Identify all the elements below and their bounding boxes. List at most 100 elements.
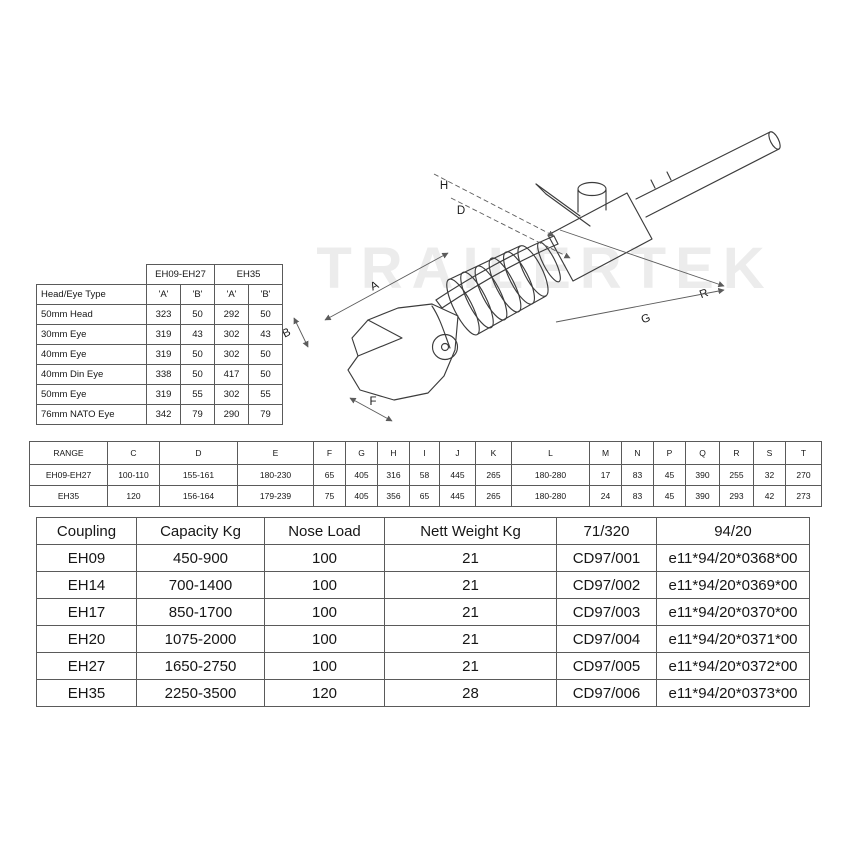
column-header-type: Head/Eye Type [36,284,147,305]
table-cell: S [753,441,786,465]
table-cell: e11*94/20*0373*00 [656,679,810,707]
table-cell: 1650-2750 [136,652,265,680]
table-cell: 50 [179,304,216,325]
table-cell: EH35 [29,485,108,507]
table-cell: Nett Weight Kg [384,517,557,545]
table-cell: 50 [248,304,284,325]
table-cell: 100 [264,598,385,626]
table-cell: e11*94/20*0371*00 [656,625,810,653]
table-cell: 50mm Head [36,304,147,325]
table-cell: EH27 [36,652,137,680]
table-cell: 302 [214,324,250,345]
table-cell: 319 [146,384,181,405]
table-cell: 270 [785,464,822,486]
table-cell: M [589,441,622,465]
table-cell: 155-161 [159,464,238,486]
dim-label-F: F [369,396,376,408]
table-cell: RANGE [29,441,108,465]
table-cell: 58 [409,464,440,486]
table-cell: 43 [248,324,284,345]
dim-G: G [555,287,725,326]
corner-cell [37,265,147,285]
table-cell: e11*94/20*0372*00 [656,652,810,680]
table-cell: 290 [214,404,250,425]
table-cell: 156-164 [159,485,238,507]
table-cell: CD97/003 [556,598,657,626]
table-cell: 120 [107,485,160,507]
table-cell: 100 [264,625,385,653]
table-cell: 417 [214,364,250,385]
table-cell: CD97/005 [556,652,657,680]
table-cell: 83 [621,464,654,486]
table-cell: 45 [653,464,686,486]
coupling-technical-drawing: TRAILERTEK [280,131,781,422]
table-cell: 79 [248,404,284,425]
table-cell: 265 [475,464,512,486]
table-row: EH09-EH27 EH35 [37,264,284,285]
table-cell: F [313,441,346,465]
table-cell: 273 [785,485,822,507]
table-cell: CD97/004 [556,625,657,653]
table-cell: 50 [248,344,284,365]
table-cell: 120 [264,679,385,707]
dim-label-H: H [440,180,448,192]
table-cell: e11*94/20*0368*00 [656,544,810,572]
table-cell: 76mm NATO Eye [36,404,147,425]
table-cell: 179-239 [237,485,314,507]
table-header: EH09-EH27 EH35 Head/Eye Type 'A' 'B' 'A'… [36,264,284,305]
table-cell: 43 [179,324,216,345]
table-cell: 50 [179,344,216,365]
table-cell: 445 [439,464,476,486]
table-cell: 50 [248,364,284,385]
overrun-coupling-outline [347,131,781,401]
table-cell: 302 [214,344,250,365]
table-cell: 28 [384,679,557,707]
table-cell: 40mm Eye [36,344,147,365]
table-cell: 390 [685,485,720,507]
table-cell: 293 [719,485,754,507]
table-cell: 323 [146,304,181,325]
table-cell: 21 [384,598,557,626]
table-cell: CD97/001 [556,544,657,572]
table-cell: 356 [377,485,410,507]
table-cell: P [653,441,686,465]
table-cell: 71/320 [556,517,657,545]
table-cell: 79 [179,404,216,425]
table-cell: 316 [377,464,410,486]
table-cell: 100 [264,652,385,680]
table-cell: 405 [345,464,378,486]
table-cell: J [439,441,476,465]
table-cell: 265 [475,485,512,507]
table-cell: 65 [409,485,440,507]
table-cell: EH35 [36,679,137,707]
table-cell: 32 [753,464,786,486]
table-cell: 255 [719,464,754,486]
table-cell: 75 [313,485,346,507]
column-header-a2: 'A' [214,284,250,305]
table-cell: EH17 [36,598,137,626]
table-cell: 292 [214,304,250,325]
table-cell: e11*94/20*0369*00 [656,571,810,599]
table-cell: Q [685,441,720,465]
table-cell: 40mm Din Eye [36,364,147,385]
table-cell: 24 [589,485,622,507]
dim-H: H [433,173,555,237]
table-cell: 21 [384,571,557,599]
dimension-lines: H D A B F R G [280,173,725,422]
